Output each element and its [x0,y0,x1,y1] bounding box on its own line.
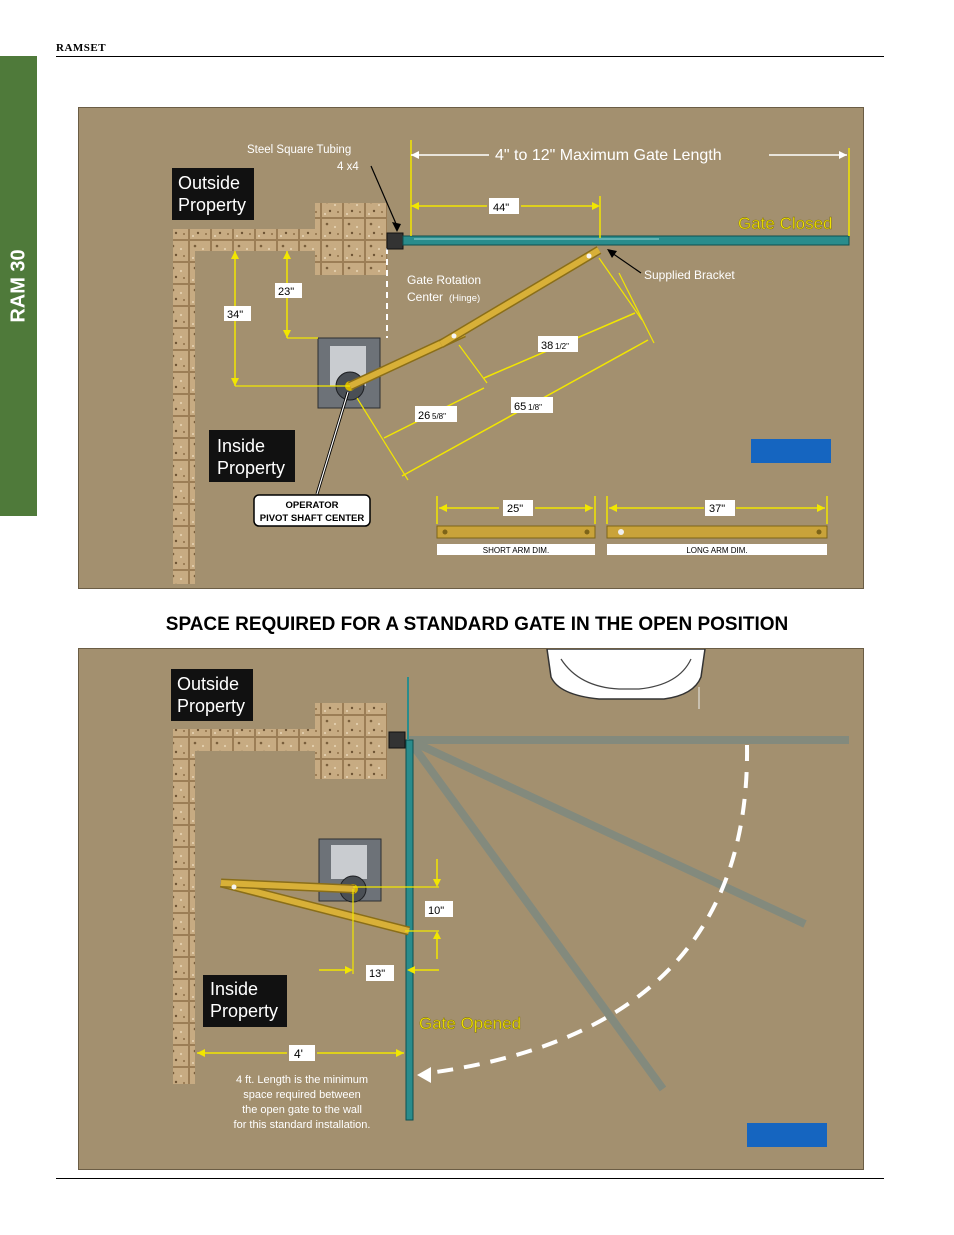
operator-arm [348,246,602,391]
svg-text:the open gate to the wall: the open gate to the wall [242,1104,362,1116]
long-arm-label: LONG ARM DIM. [686,546,747,555]
svg-text:OPERATOR: OPERATOR [286,500,339,511]
wall-vertical [173,729,195,1084]
dimension-65: 65 [514,401,526,413]
steel-tubing-size: 4 x4 [337,161,359,173]
outside-property-label: Outside Property [171,669,253,721]
gate-closed-bar [402,235,850,246]
svg-text:Inside: Inside [217,436,265,456]
operator-arm [219,878,411,936]
side-tab: RAM 30 [0,56,37,516]
svg-text:Property: Property [217,458,285,478]
svg-text:space required between: space required between [243,1089,360,1101]
gate-post [388,731,406,749]
pivot-shaft-callout: OPERATOR PIVOT SHAFT CENTER [253,391,371,527]
svg-text:Outside: Outside [178,173,240,193]
footer-rule [56,1178,884,1179]
wall-vertical [173,229,195,584]
long-arm-sample [606,525,828,539]
gate-opened-label: Gate Opened [419,1014,521,1033]
swing-arc [428,744,750,1075]
dimension-44: 44" [493,202,509,214]
dimension-34: 34" [227,309,243,321]
dimension-26-fraction: 5/8" [432,412,446,421]
svg-text:PIVOT SHAFT CENTER: PIVOT SHAFT CENTER [260,513,365,524]
gate-rotation-hinge-label: (Hinge) [449,293,480,304]
car-icon [546,649,706,709]
blue-label-block [751,439,831,463]
short-arm-label: SHORT ARM DIM. [483,546,549,555]
closed-gate-diagram: Outside Property Steel Square Tubing 4 x… [78,107,864,589]
open-gate-diagram: Outside Property Gate Opened 10" [78,648,864,1170]
inside-property-label: Inside Property [203,975,287,1027]
steel-tubing-label: Steel Square Tubing [247,144,351,156]
dimension-23: 23" [278,286,294,298]
gate-rotation-label: Gate Rotation [407,273,481,287]
gate-rotation-center-label: Center [407,290,443,304]
dimension-13: 13" [369,968,385,980]
minimum-space-note: 4 ft. Length is the minimum space requir… [234,1074,371,1131]
gate-post [386,232,404,250]
svg-text:Property: Property [177,696,245,716]
dimension-4ft: 4' [294,1047,303,1061]
dimension-26: 26 [418,410,430,422]
short-arm-sample [436,525,596,539]
section-caption: SPACE REQUIRED FOR A STANDARD GATE IN TH… [165,614,789,635]
dimension-38-half: 38 [541,340,553,352]
dimension-25: 25" [507,503,523,515]
gate-swing-positions [405,736,849,1092]
blue-label-block [747,1123,827,1147]
dimension-37: 37" [709,503,725,515]
post-pavers [315,203,387,275]
header-rule [56,56,884,57]
inside-property-label: Inside Property [209,430,295,482]
dimension-10: 10" [428,905,444,917]
svg-text:Property: Property [210,1001,278,1021]
dimension-65-fraction: 1/8" [528,403,542,412]
svg-text:4 ft. Length is the minimum: 4 ft. Length is the minimum [236,1074,368,1086]
supplied-bracket-label: Supplied Bracket [644,268,735,282]
svg-text:for this standard installation: for this standard installation. [234,1119,371,1131]
dimension-38-half-fraction: 1/2" [555,342,569,351]
svg-text:Outside: Outside [177,674,239,694]
outside-property-label: Outside Property [172,168,254,220]
post-pavers [315,703,387,779]
svg-text:Inside: Inside [210,979,258,999]
max-gate-length-label: 4" to 12" Maximum Gate Length [495,147,722,164]
brand-name: RAMSET [56,42,107,54]
svg-text:Property: Property [178,195,246,215]
gate-closed-label: Gate Closed [738,214,833,233]
side-tab-label: RAM 30 [7,249,29,323]
